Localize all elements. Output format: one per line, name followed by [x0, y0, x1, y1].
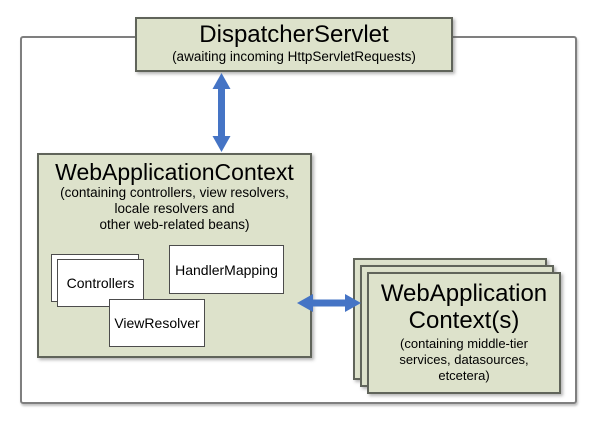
subtitle-line: (containing controllers, view resolvers,	[60, 185, 289, 200]
controllers-label: Controllers	[66, 275, 135, 291]
web-application-context-subtitle: (containing controllers, view resolvers,…	[39, 185, 310, 233]
dispatcher-servlet-subtitle: (awaiting incoming HttpServletRequests)	[172, 49, 416, 64]
webapp-contexts-box: WebApplication Context(s) (containing mi…	[367, 272, 561, 394]
subtitle-line: locale resolvers and	[114, 201, 235, 216]
handler-mapping-label: HandlerMapping	[175, 261, 278, 278]
webapp-contexts-title: WebApplication Context(s)	[369, 280, 559, 334]
web-application-context-title: WebApplicationContext	[55, 159, 294, 185]
subtitle-line: other web-related beans)	[99, 217, 250, 232]
title-line: WebApplication	[380, 280, 548, 307]
handler-mapping-box: HandlerMapping	[169, 245, 284, 294]
dispatcher-servlet-box: DispatcherServlet (awaiting incoming Htt…	[135, 17, 453, 72]
title-line: Context(s)	[408, 307, 520, 334]
subtitle-line: etcetera)	[438, 368, 490, 383]
view-resolver-label: ViewResolver	[114, 315, 200, 331]
subtitle-line: (containing middle-tier	[400, 336, 528, 351]
dispatcher-servlet-title: DispatcherServlet	[199, 21, 389, 48]
webapp-contexts-subtitle: (containing middle-tier services, dataso…	[369, 336, 559, 384]
view-resolver-box: ViewResolver	[109, 299, 205, 347]
subtitle-line: services, datasources,	[399, 352, 529, 367]
web-application-context-box: WebApplicationContext (containing contro…	[37, 153, 312, 358]
